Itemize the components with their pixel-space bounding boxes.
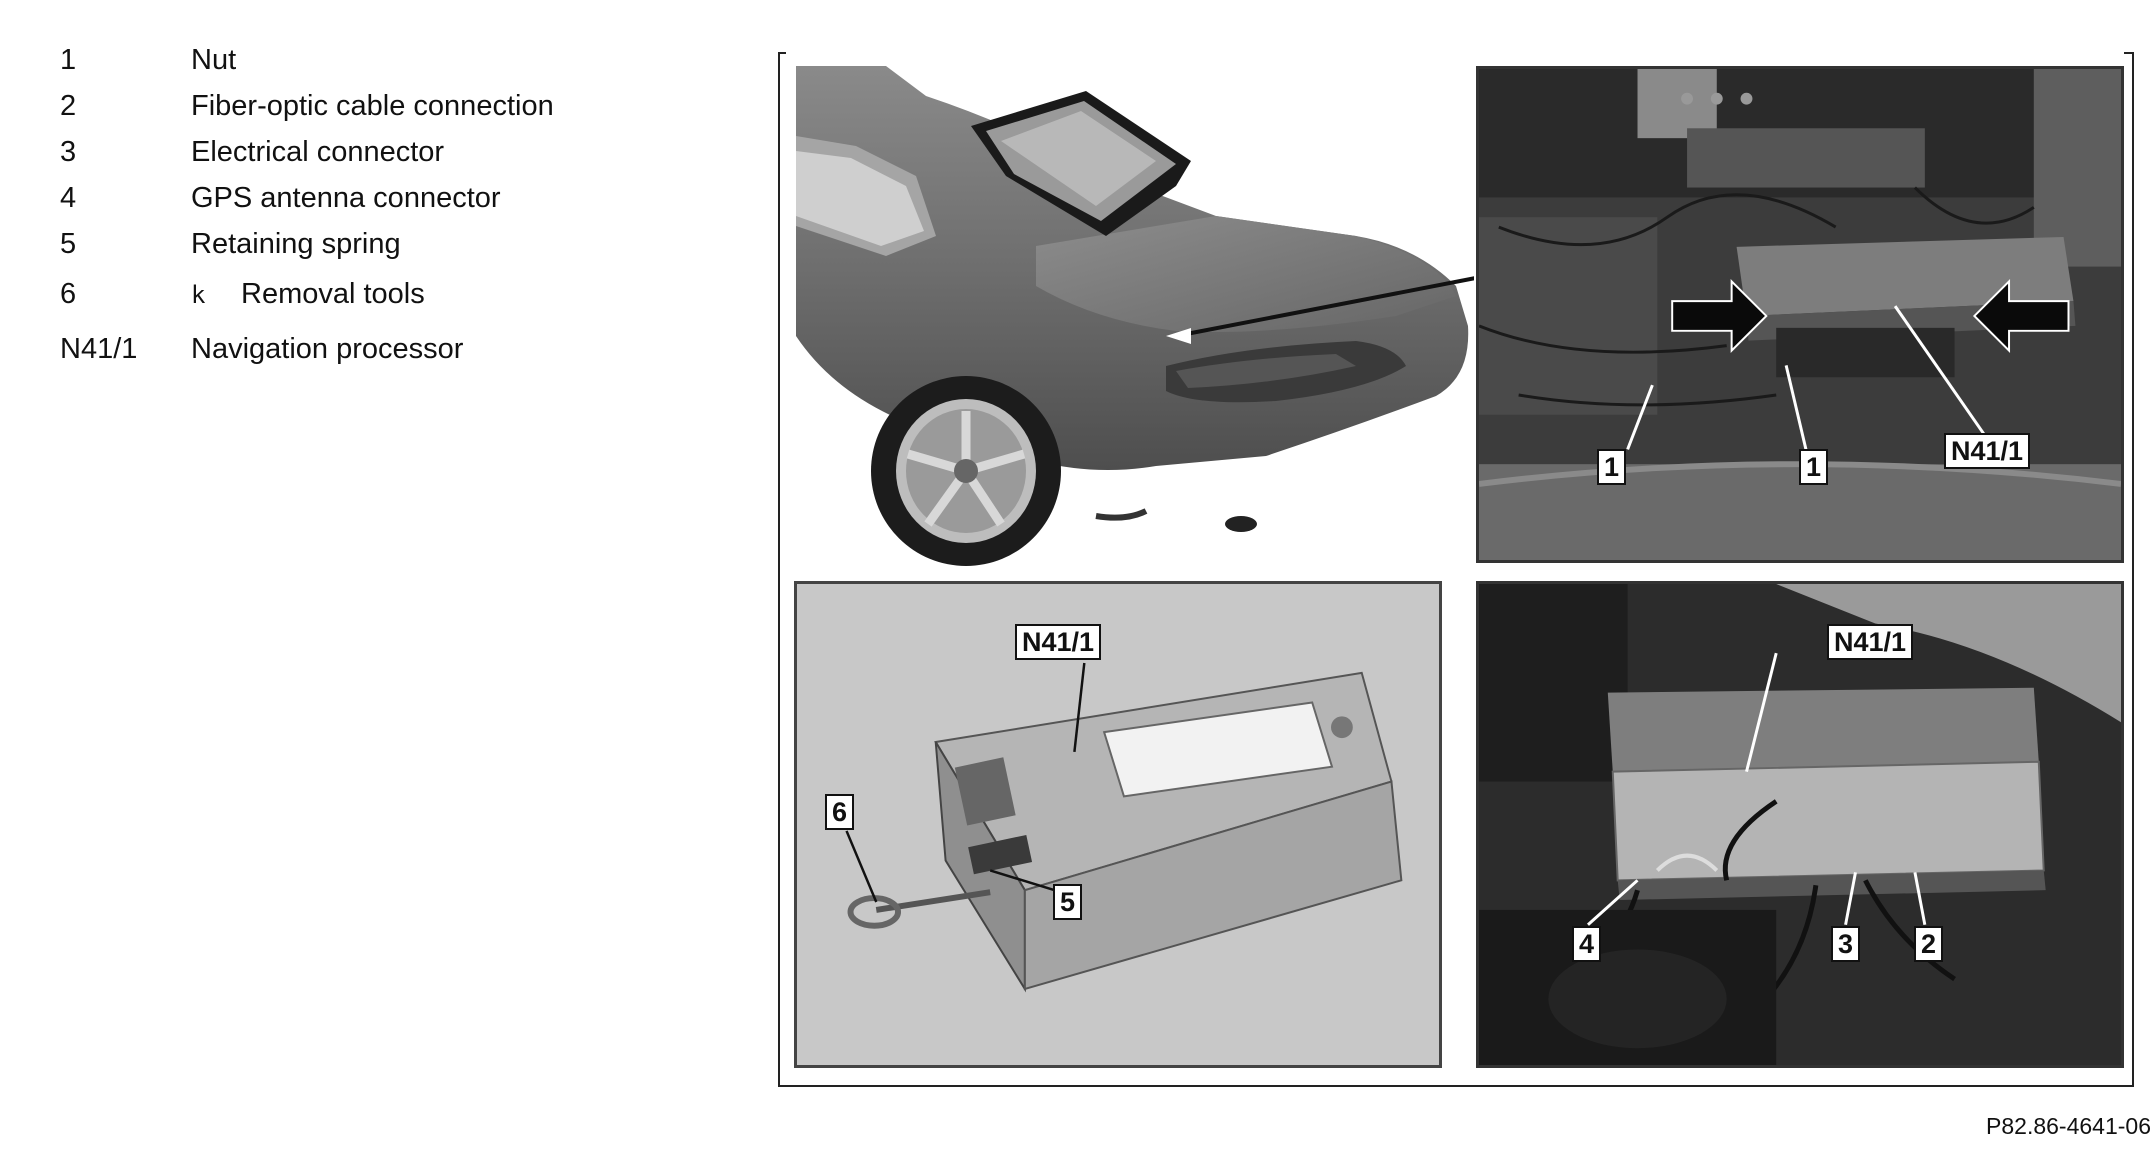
- callout-nut-right: 1: [1799, 449, 1829, 485]
- connectors-photo: N41/1 4 3 2: [1476, 581, 2124, 1068]
- legend-text-label: Removal tools: [241, 278, 425, 310]
- callout-navigation-processor: N41/1: [1827, 624, 1914, 660]
- legend-number: N41/1: [60, 333, 138, 365]
- legend-number: 3: [60, 136, 77, 168]
- trunk-compartment-photo: 1 1 N41/1: [1476, 66, 2124, 563]
- figure-reference-code: P82.86-4641-06: [1986, 1113, 2151, 1139]
- car-drawing: [796, 66, 1474, 566]
- callout-nut-left: 1: [1597, 449, 1627, 485]
- callout-retaining-spring: 5: [1053, 884, 1083, 920]
- callout-electrical-connector: 3: [1831, 926, 1861, 962]
- frame-gap: [786, 51, 2124, 55]
- callout-removal-tool: 6: [825, 794, 855, 830]
- legend-text: Fiber-optic cable connection: [191, 90, 554, 122]
- unit-drawing: [797, 584, 1439, 1065]
- connectors-photo-drawing: [1479, 584, 2121, 1065]
- removed-unit-illustration: N41/1 6 5: [794, 581, 1442, 1068]
- legend-text: k Removal tools: [191, 274, 425, 315]
- callout-fiber-optic-connection: 2: [1914, 926, 1944, 962]
- tool-icon: k: [191, 281, 206, 309]
- trunk-photo-drawing: [1479, 69, 2121, 560]
- legend-text: Navigation processor: [191, 333, 464, 365]
- callout-navigation-processor: N41/1: [1944, 433, 2031, 469]
- legend-number: 4: [60, 182, 77, 214]
- figure-frame: 1 1 N41/1 N41/1: [778, 51, 2134, 1087]
- car-rear-illustration: [796, 66, 1474, 608]
- legend-number: 2: [60, 90, 77, 122]
- legend-text: Electrical connector: [191, 136, 445, 168]
- legend-number: 6: [60, 278, 77, 310]
- legend-text: GPS antenna connector: [191, 182, 501, 214]
- callout-navigation-processor: N41/1: [1015, 624, 1102, 660]
- callout-gps-antenna-connector: 4: [1572, 926, 1602, 962]
- legend-text: Nut: [191, 44, 237, 76]
- legend-number: 5: [60, 228, 77, 260]
- legend-text: Retaining spring: [191, 228, 401, 260]
- legend-number: 1: [60, 44, 77, 76]
